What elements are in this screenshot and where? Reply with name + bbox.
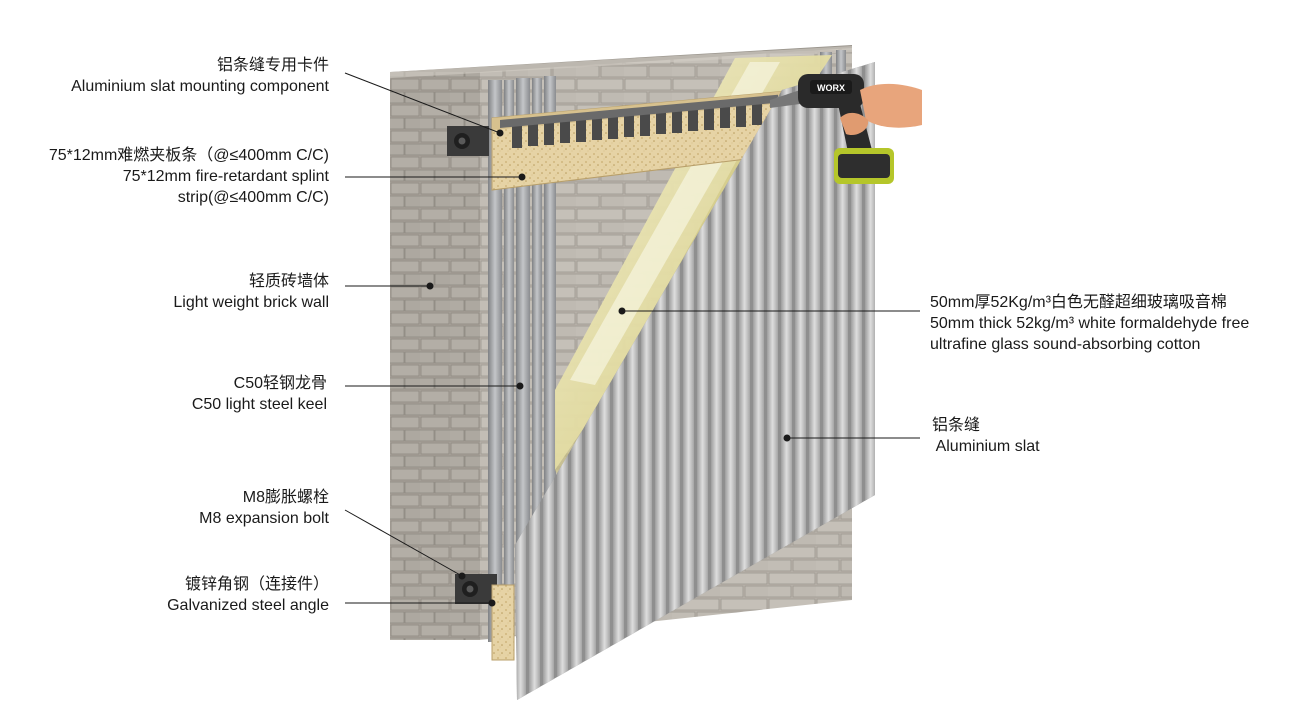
hand: [840, 83, 922, 136]
label-expansion-bolt: M8膨胀螺栓 M8 expansion bolt: [199, 487, 329, 529]
slat: [725, 62, 736, 700]
label-splint-strip: 75*12mm难燃夹板条（@≤400mm C/C) 75*12mm fire-r…: [49, 145, 329, 208]
slat: [767, 62, 778, 700]
label-slat-component-zh: 铝条缝专用卡件: [216, 57, 329, 74]
slat: [739, 62, 750, 700]
label-slat-component-en: Aluminium slat mounting component: [71, 78, 329, 95]
leader-lines: [344, 72, 920, 604]
drill-brand: WORX: [817, 83, 845, 93]
slat: [655, 62, 666, 700]
label-steel-keel-en: C50 light steel keel: [191, 396, 327, 413]
label-aluminium-slat: 铝条缝 Aluminium slat: [932, 415, 1040, 457]
label-brick-wall: 轻质砖墙体 Light weight brick wall: [173, 271, 329, 313]
label-steel-angle: 镀锌角钢（连接件） Galvanized steel angle: [167, 574, 329, 616]
label-expansion-bolt-en: M8 expansion bolt: [199, 510, 329, 527]
leader-dots: [426, 129, 791, 607]
label-splint-strip-en2: strip(@≤400mm C/C): [177, 189, 329, 206]
mounting-clips: [500, 94, 778, 148]
label-glass-cotton-zh: 50mm厚52Kg/m³白色无醛超细玻璃吸音棉: [930, 294, 1227, 311]
slat: [711, 62, 722, 700]
slat: [795, 62, 806, 700]
slat: [697, 62, 708, 700]
slat: [781, 62, 792, 700]
slat: [865, 62, 875, 700]
slat: [627, 62, 638, 700]
label-brick-wall-en: Light weight brick wall: [173, 294, 329, 311]
slat: [823, 62, 834, 700]
label-steel-angle-en: Galvanized steel angle: [167, 597, 329, 614]
label-splint-strip-en1: 75*12mm fire-retardant splint: [122, 168, 329, 185]
slat: [837, 62, 848, 700]
label-glass-cotton-en1: 50mm thick 52kg/m³ white formaldehyde fr…: [930, 315, 1250, 332]
slat: [753, 62, 764, 700]
slat: [641, 62, 652, 700]
label-splint-strip-zh: 75*12mm难燃夹板条（@≤400mm C/C): [48, 147, 329, 164]
label-slat-component: 铝条缝专用卡件 Aluminium slat mounting componen…: [71, 55, 329, 97]
slat: [809, 62, 820, 700]
label-steel-angle-zh: 镀锌角钢（连接件）: [184, 576, 329, 593]
steel-brackets: [447, 126, 515, 661]
label-glass-cotton-en2: ultrafine glass sound-absorbing cotton: [930, 336, 1201, 353]
label-steel-keel: C50轻钢龙骨 C50 light steel keel: [192, 373, 327, 415]
label-brick-wall-zh: 轻质砖墙体: [248, 273, 329, 290]
label-glass-cotton: 50mm厚52Kg/m³白色无醛超细玻璃吸音棉 50mm thick 52kg/…: [930, 292, 1249, 355]
label-expansion-bolt-zh: M8膨胀螺栓: [242, 489, 329, 506]
label-steel-keel-zh: C50轻钢龙骨: [233, 375, 327, 392]
label-aluminium-slat-zh: 铝条缝: [932, 417, 981, 434]
label-aluminium-slat-en: Aluminium slat: [932, 438, 1040, 455]
slat: [613, 62, 624, 700]
slat: [669, 62, 680, 700]
slat: [851, 62, 862, 700]
slat: [683, 62, 694, 700]
